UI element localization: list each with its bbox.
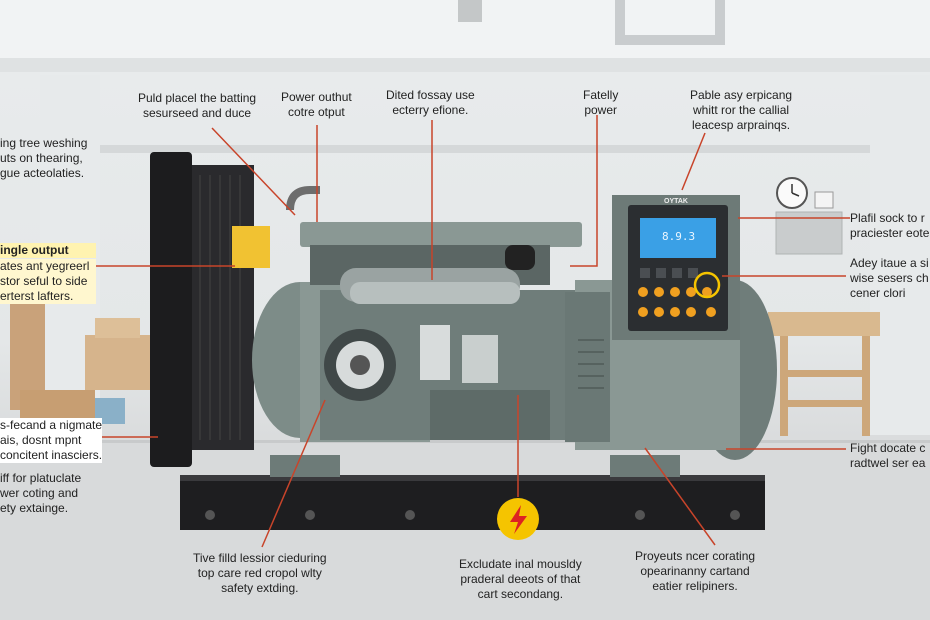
- electrical-hazard-icon: [497, 498, 539, 540]
- alternator: [565, 280, 777, 460]
- warning-sticker: [232, 226, 270, 268]
- wall-switch: [814, 191, 834, 209]
- callout-fatelly-label: Fatelly power: [583, 88, 619, 117]
- callout-left-mid-label: s-fecand a nigmate ais, dosnt mpnt conci…: [0, 418, 103, 463]
- callout-fuel-label: Puld placel the batting sesurseed and du…: [138, 91, 257, 120]
- callout-bottom-right-label: Proyeuts ncer corating opearinanny carta…: [635, 549, 756, 593]
- callout-right-mid-label: Adey itaue a si wise sesers ch cener clo…: [850, 256, 929, 300]
- callout-left-top-label: ing tree weshing uts on thearing, gue ac…: [0, 136, 88, 180]
- callout-leader-lines: [92, 115, 850, 548]
- radiator: [150, 152, 270, 467]
- engine-block: [252, 186, 582, 442]
- callout-bottom-left-label: Tive filld lessior cieduring top care re…: [193, 551, 327, 595]
- callout-pable-label: Pable asy erpicang whitt ror the callial…: [690, 88, 793, 132]
- wall-cabinet: [775, 211, 843, 255]
- callout-right-top-label: Plafil sock to r praciester eote: [850, 211, 930, 240]
- workbench: [768, 312, 880, 436]
- callout-power-output-label: Power outhut cotre otput: [281, 90, 352, 119]
- control-panel: [612, 195, 740, 340]
- callout-right-bottom-label: Fight docate c radtwel ser ea: [850, 441, 926, 470]
- panel-brand-label: OYTAK: [664, 198, 688, 205]
- callout-single-output-title: ingle output: [0, 243, 96, 258]
- wall-clock: [776, 177, 808, 209]
- callout-single-output-body: ates ant yegreerl stor seful to side ert…: [0, 259, 96, 304]
- panel-display-readout: 8.9.3: [662, 230, 696, 243]
- callout-dited-label: Dited fossay use ecterry efione.: [386, 88, 475, 117]
- callout-bottom-mid-label: Excludate inal mousldy praderal deeots o…: [459, 557, 582, 601]
- callout-left-bottom-label: iff for platuclate wer coting and ety ex…: [0, 471, 82, 515]
- base-skid: [180, 455, 765, 530]
